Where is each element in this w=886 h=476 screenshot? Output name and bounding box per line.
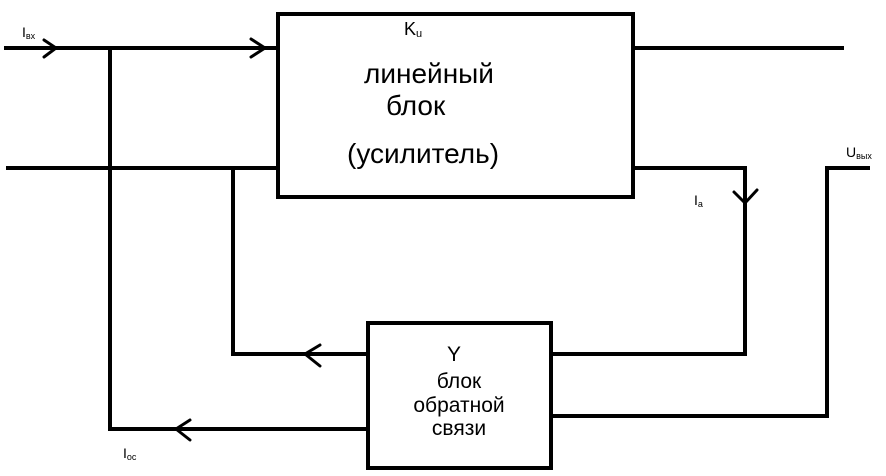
gain-symbol: K [404, 19, 417, 39]
feedback-title-line3: связи [431, 417, 487, 441]
output-voltage-subscript: вых [856, 151, 872, 161]
input-current-arrow [42, 38, 58, 59]
output-voltage-label: Uвых [846, 145, 872, 161]
feedback-current-label: Iос [123, 446, 136, 462]
feedback-title-line1: блок [436, 370, 482, 393]
feedback-current-subscript: ос [126, 452, 137, 462]
amplifier-block-title: линейный блок [338, 58, 520, 122]
feedback-current-symbol: I [123, 445, 127, 461]
amplifier-title-line1: линейный [364, 58, 494, 89]
input-current-label: Iвх [22, 25, 35, 41]
outer-feedback-wire [108, 46, 370, 431]
feedback-block-title: блок обратной связи [400, 370, 518, 441]
input-current-symbol: I [22, 24, 26, 40]
inner-feedback-arrow [303, 343, 322, 368]
inner-feedback-wire [231, 166, 370, 356]
amplifier-current-subscript: a [697, 199, 703, 209]
amplifier-current-symbol: I [694, 192, 698, 208]
amplifier-gain-label: Ku [404, 20, 422, 40]
amplifier-output-wire [549, 166, 747, 356]
feedback-title-line2: обратной [413, 393, 505, 417]
amplifier-title-line2: блок [386, 90, 446, 122]
feedback-block [366, 321, 553, 470]
output-voltage-wire [549, 166, 870, 418]
feedback-current-arrow [174, 418, 192, 442]
amplifier-title-line3: (усилитель) [347, 138, 500, 169]
output-voltage-symbol: U [846, 144, 857, 160]
gain-subscript: u [416, 28, 423, 40]
amplifier-current-label: Ia [694, 193, 703, 209]
feedback-symbol: Y [447, 343, 462, 366]
input-current-subscript: вх [25, 31, 36, 41]
amplifier-current-arrow [732, 188, 759, 205]
amplifier-input-arrow [249, 37, 267, 59]
amplifier-block [276, 12, 635, 199]
